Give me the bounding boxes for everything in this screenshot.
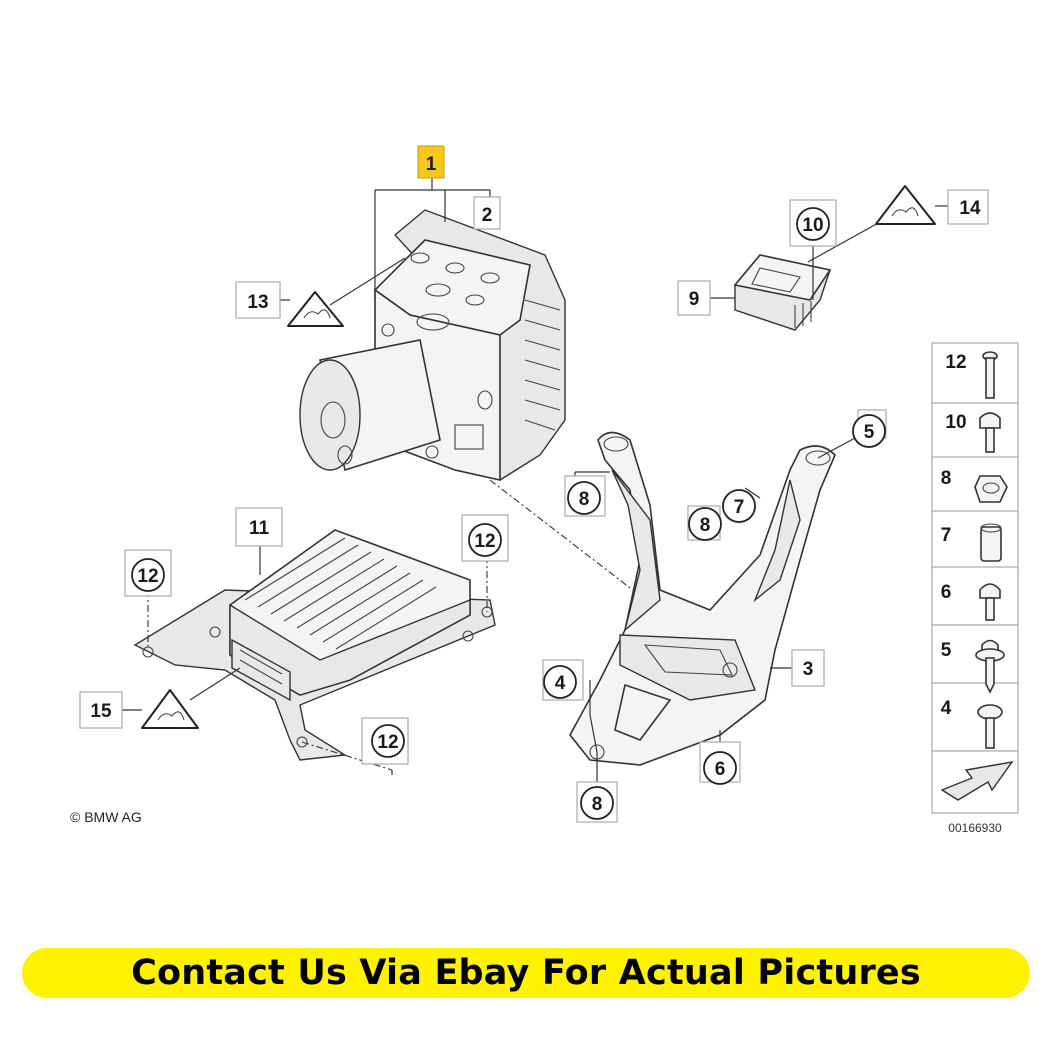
copyright-text: © BMW AG — [70, 809, 142, 825]
callout-12c: 12 — [377, 732, 398, 753]
callout-3: 3 — [803, 659, 814, 680]
callout-1: 1 — [426, 154, 437, 175]
warning-triangle-13 — [287, 291, 344, 327]
diagram-number: 00166930 — [948, 821, 1002, 835]
callout-10: 10 — [802, 215, 823, 236]
legend-label-12: 12 — [945, 352, 966, 373]
callout-5: 5 — [864, 422, 875, 443]
electronic-control-unit — [133, 529, 496, 761]
legend-label-7: 7 — [941, 525, 952, 546]
control-module — [733, 254, 832, 331]
warning-triangle-14 — [875, 185, 936, 225]
legend-label-4: 4 — [941, 698, 952, 719]
legend-label-6: 6 — [941, 582, 952, 603]
callout-14: 14 — [959, 198, 981, 219]
legend-label-8: 8 — [941, 468, 952, 489]
hardware-legend — [931, 342, 1019, 814]
callout-8c: 8 — [592, 794, 603, 815]
callout-4: 4 — [555, 673, 566, 694]
callout-8a: 8 — [579, 489, 590, 510]
warning-triangle-15 — [141, 689, 199, 729]
callout-box-1 — [417, 145, 445, 179]
abs-hydraulic-unit — [299, 209, 566, 481]
callout-9: 9 — [689, 289, 700, 310]
callout-2: 2 — [482, 205, 493, 226]
callout-7: 7 — [734, 497, 745, 518]
mounting-bracket — [569, 431, 836, 766]
orientation-arrow-icon — [940, 761, 1014, 801]
contact-banner: Contact Us Via Ebay For Actual Pictures — [22, 948, 1030, 998]
callout-13: 13 — [247, 292, 268, 313]
callout-12b: 12 — [474, 531, 495, 552]
callout-11: 11 — [249, 518, 270, 539]
callout-15: 15 — [90, 701, 112, 722]
legend-label-5: 5 — [941, 640, 952, 661]
legend-label-10: 10 — [945, 412, 966, 433]
callout-6: 6 — [715, 759, 726, 780]
callout-8b: 8 — [700, 515, 711, 536]
callout-12a: 12 — [137, 566, 158, 587]
